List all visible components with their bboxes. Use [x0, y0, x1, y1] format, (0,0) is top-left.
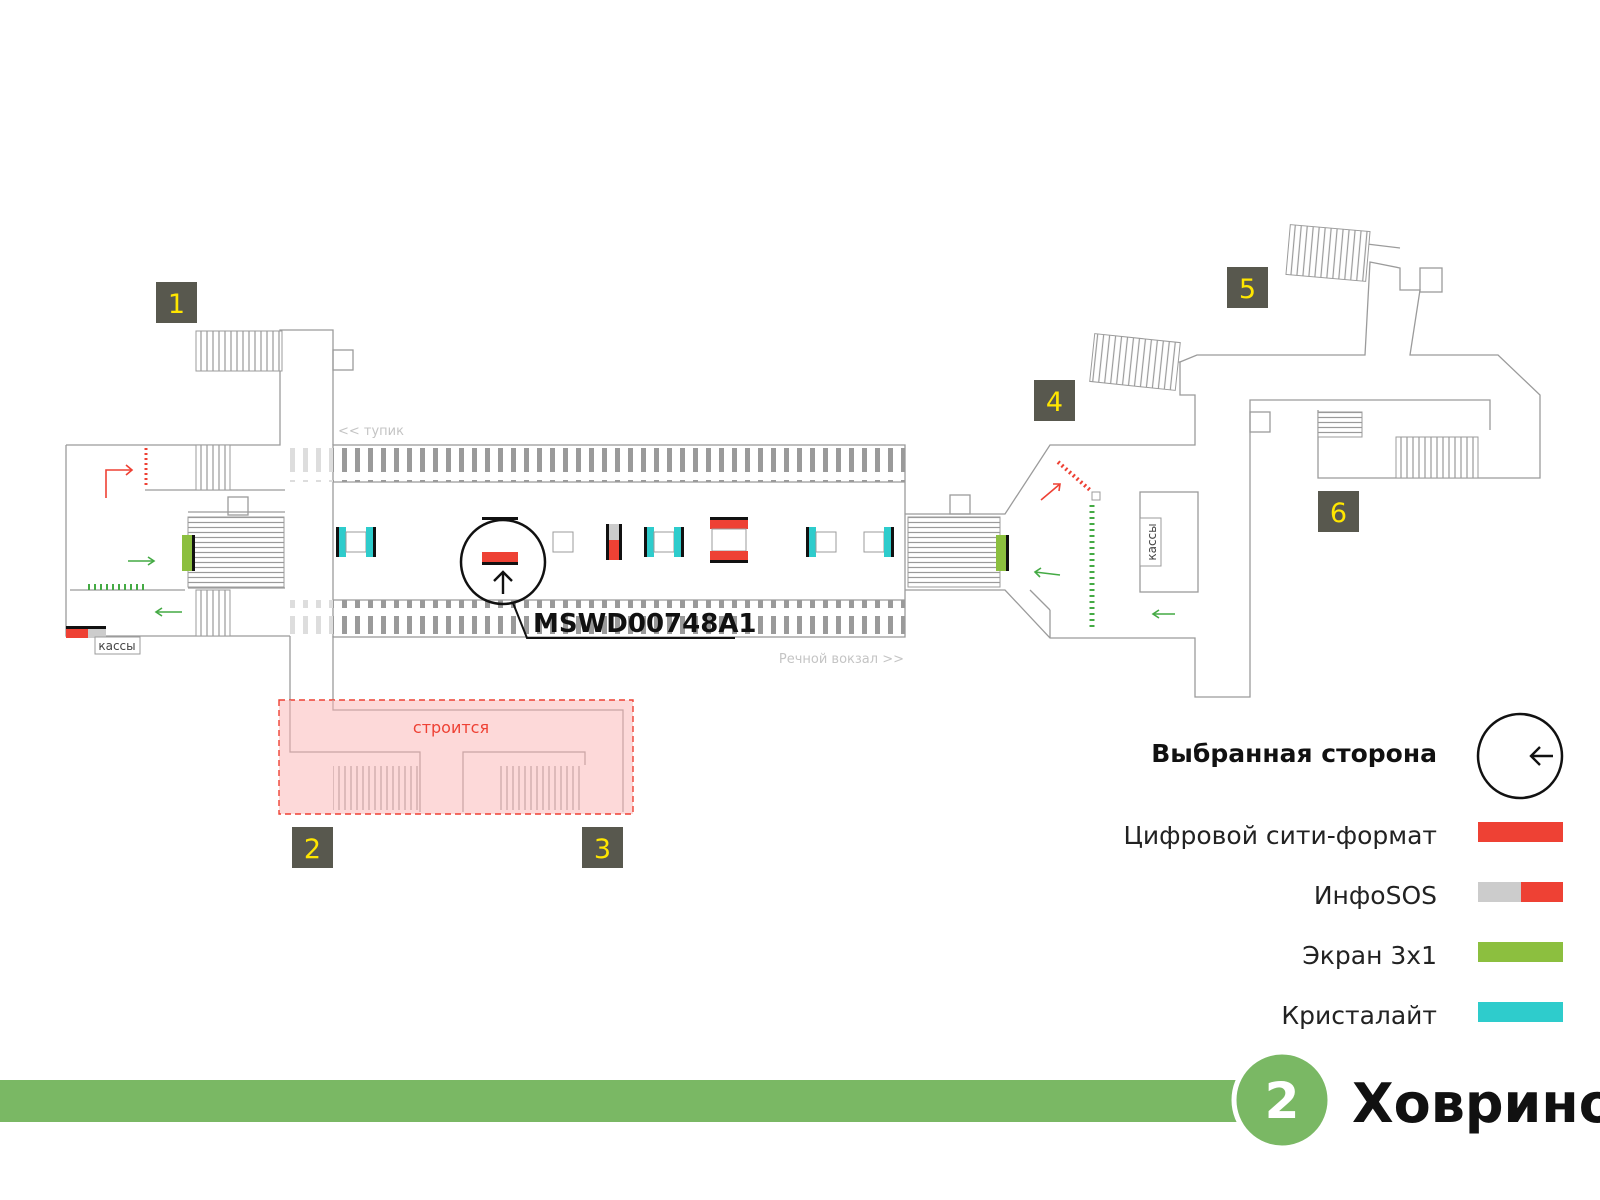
- svg-text:1: 1: [168, 289, 185, 320]
- right-red-arrow-icon: [1040, 483, 1061, 501]
- right-gate-box: [1091, 491, 1101, 501]
- svg-text:6: 6: [1330, 498, 1347, 529]
- exit3-stairs: [496, 766, 582, 810]
- line-number: 2: [1265, 1072, 1300, 1130]
- legend: Выбранная сторона Цифровой сити-формат И…: [1123, 712, 1564, 1030]
- selected-code: MSWD00748A1: [533, 609, 757, 639]
- svg-text:4: 4: [1046, 387, 1063, 418]
- exit5-stairs: [1285, 224, 1371, 282]
- exit-badge-1: 1: [156, 282, 197, 323]
- legend-swatch-screen: [1478, 942, 1563, 962]
- exit6-stairs: [1395, 436, 1479, 479]
- selected-side-marker: [459, 518, 547, 606]
- svg-text:3: 3: [594, 834, 611, 865]
- arrow-up-icon: [493, 570, 513, 594]
- left-escalator: [187, 516, 285, 588]
- exit4-stairs: [1089, 333, 1181, 391]
- legend-title: Выбранная сторона: [1151, 739, 1437, 768]
- construction-label: строится: [413, 718, 489, 737]
- legend-item-screen: Экран 3x1: [1302, 941, 1437, 970]
- exit-badge-5: 5: [1227, 267, 1268, 308]
- legend-item-digital-city: Цифровой сити-формат: [1123, 821, 1437, 850]
- left-tickets-box: [94, 636, 141, 655]
- crystalight-3: [806, 527, 837, 557]
- infosos-platform: [606, 524, 622, 560]
- left-green-arrow-in-icon: [128, 556, 156, 566]
- legend-swatch-infosos-red: [1521, 882, 1563, 902]
- digital-city-format-selected: [482, 517, 518, 565]
- exit-badge-6: 6: [1318, 491, 1359, 532]
- exit-badge-3: 3: [582, 827, 623, 868]
- exit1-stairs: [195, 330, 283, 372]
- left-green-arrow-out-icon: [154, 607, 182, 617]
- exit2-stairs: [333, 766, 419, 810]
- digital-city-format-double: [710, 517, 748, 563]
- construction-outline: [289, 700, 624, 812]
- legend-swatch-digital-city: [1478, 822, 1563, 842]
- left-infosos: [66, 626, 106, 638]
- right-screen-3x1: [996, 535, 1006, 571]
- exit-badge-2: 2: [292, 827, 333, 868]
- selected-code-leader: [512, 602, 735, 639]
- legend-item-crystalight: Кристалайт: [1281, 1001, 1437, 1030]
- track-top-faint: [283, 448, 333, 482]
- left-tickets-label: кассы: [98, 639, 135, 653]
- crystalight-2: [644, 527, 684, 557]
- right-green-arrow-out-icon: [1151, 609, 1175, 619]
- right-green-arrow-in-icon: [1033, 567, 1061, 578]
- legend-swatch-infosos-grey: [1478, 882, 1521, 902]
- deadend-label: << тупик: [338, 424, 404, 439]
- crystalight-1: [336, 527, 376, 557]
- legend-selected-side-icon: [1476, 712, 1564, 800]
- arrow-left-icon: [1529, 746, 1553, 766]
- line-badge: [1231, 1049, 1333, 1151]
- track-bottom: [333, 600, 905, 634]
- left-red-arrow-icon: [105, 464, 134, 498]
- crystalight-4: [863, 527, 894, 557]
- left-stairs-top: [195, 444, 231, 491]
- exit6-stairs-top: [1317, 411, 1363, 438]
- platform-column: [552, 531, 574, 553]
- left-stairs-bottom: [195, 589, 231, 637]
- station-name: Ховрино: [1352, 1072, 1600, 1135]
- exit-badge-4: 4: [1034, 380, 1075, 421]
- svg-text:2: 2: [304, 834, 321, 865]
- direction-label: Речной вокзал >>: [779, 652, 904, 667]
- legend-item-infosos: ИнфоSOS: [1314, 881, 1437, 910]
- track-top: [333, 448, 905, 482]
- track-bottom-faint: [283, 600, 333, 634]
- right-red-gate: [1056, 460, 1092, 492]
- legend-swatch-crystalight: [1478, 1002, 1563, 1022]
- right-escalator: [907, 516, 1001, 588]
- svg-text:5: 5: [1239, 274, 1256, 305]
- line-bar: [0, 1080, 1240, 1122]
- left-screen-3x1: [182, 535, 192, 571]
- right-tickets-label: кассы: [1145, 523, 1159, 560]
- right-tickets-box: [1139, 517, 1162, 567]
